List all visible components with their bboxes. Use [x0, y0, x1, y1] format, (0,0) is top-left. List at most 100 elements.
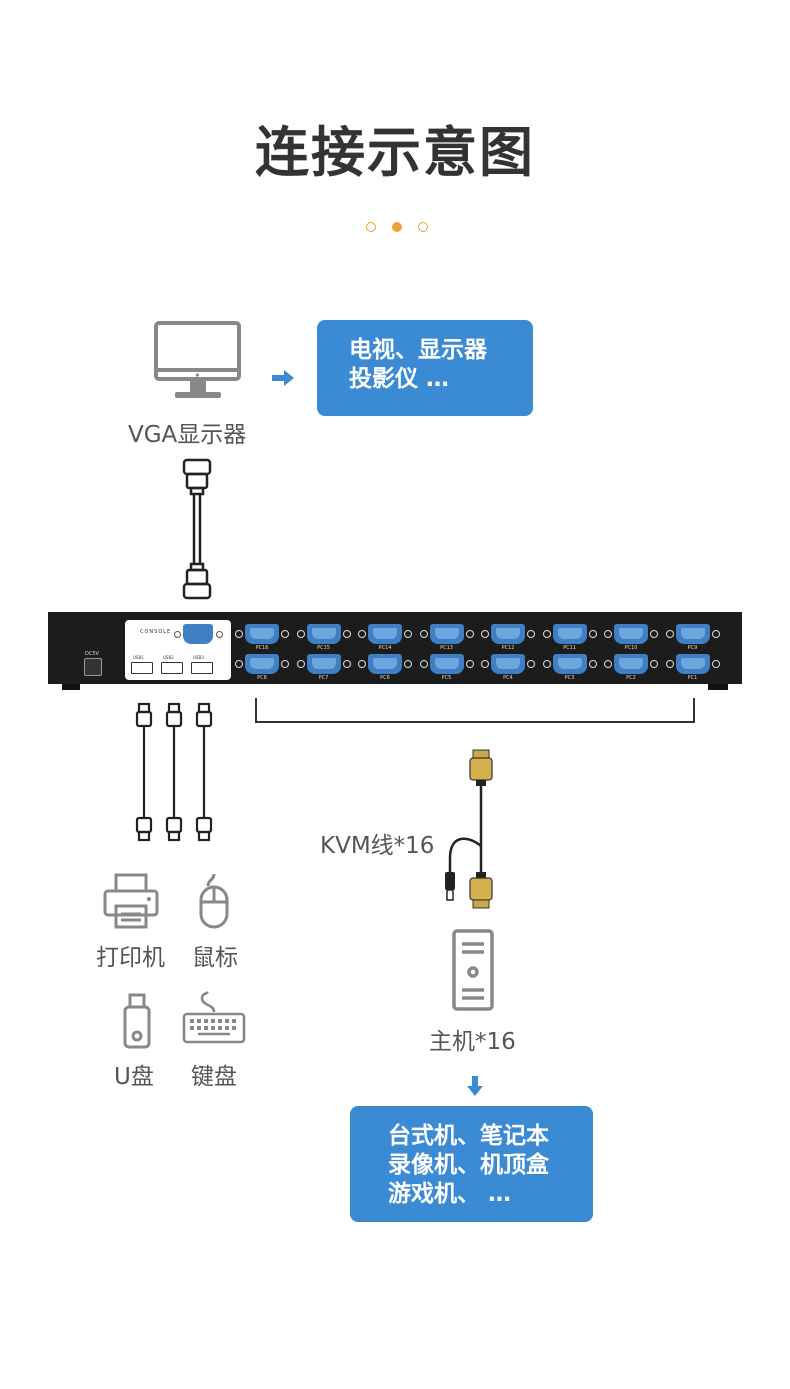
monitor-label: VGA显示器	[128, 422, 247, 448]
console-label: CONSOLE	[140, 629, 172, 635]
kvm-foot-left	[62, 684, 80, 690]
port-label-pc14: PC14	[378, 645, 392, 651]
port-screw	[481, 630, 489, 638]
display-box-line1: 电视、显示器	[349, 337, 487, 363]
devices-box-line1: 台式机、笔记本	[388, 1123, 549, 1149]
vga-port-pc3	[552, 654, 587, 674]
port-screw	[465, 660, 474, 668]
carousel-dots	[366, 220, 430, 234]
port-label-pc15: PC15	[317, 645, 330, 651]
keyboard-icon	[182, 990, 246, 1044]
port-screw	[235, 630, 243, 638]
keyboard-label: 键盘	[191, 1064, 237, 1090]
port-screw	[281, 660, 289, 668]
dot-1	[366, 222, 376, 232]
port-label-pc1: PC1	[687, 675, 698, 681]
port-screw	[711, 630, 720, 638]
port-screw	[358, 630, 366, 638]
port-screw	[588, 660, 597, 668]
vga-port-pc12	[491, 624, 525, 644]
power-jack-icon	[84, 658, 102, 676]
vga-port-pc9	[675, 624, 710, 644]
port-label-pc9: PC9	[687, 645, 698, 651]
port-screw	[481, 660, 489, 668]
port-screw	[296, 630, 305, 638]
devices-box-line2: 录像机、机顶盒	[388, 1152, 549, 1178]
port-screw	[296, 660, 305, 668]
port-screw	[419, 660, 428, 668]
port-screw	[604, 660, 612, 668]
vga-port-pc2	[614, 654, 648, 674]
devices-box-line3: 游戏机、 …	[388, 1181, 512, 1207]
dot-2	[392, 222, 402, 232]
page-title: 连接示意图	[255, 121, 535, 184]
port-screw	[527, 660, 535, 668]
usb-cables-icon	[135, 702, 213, 842]
vga-port-pc10	[614, 624, 648, 644]
mouse-label: 鼠标	[192, 945, 238, 971]
host-label: 主机*16	[429, 1029, 516, 1055]
vga-port-pc5	[429, 654, 464, 674]
port-label-pc7: PC7	[318, 675, 329, 681]
display-devices-box: 电视、显示器 投影仪 …	[317, 320, 533, 416]
printer-label: 打印机	[96, 945, 165, 971]
usb-drive-icon	[123, 993, 151, 1049]
port-label-pc11: PC11	[563, 645, 576, 651]
vga-port-pc16	[245, 624, 279, 644]
port-screw	[650, 660, 658, 668]
port-label-pc3: PC3	[564, 675, 575, 681]
console-vga-port	[183, 624, 213, 644]
kvm-cable-label: KVM线*16	[320, 833, 435, 859]
vga-port-pc14	[368, 624, 402, 644]
vga-port-pc8	[245, 654, 279, 674]
usb2-port	[161, 662, 183, 674]
usb-drive-label: U盘	[114, 1064, 154, 1090]
usb2-label: USB2	[163, 655, 174, 660]
port-screw	[527, 630, 535, 638]
dot-3	[418, 222, 428, 232]
printer-icon	[103, 873, 159, 929]
port-screw	[342, 660, 351, 668]
pc-tower-icon	[452, 929, 494, 1011]
monitor-icon	[154, 321, 241, 398]
port-label-pc10: PC10	[624, 645, 638, 651]
port-screw	[665, 630, 674, 638]
console-area	[125, 620, 231, 680]
port-label-pc2: PC2	[626, 675, 636, 681]
port-screw	[235, 660, 243, 668]
port-screw	[665, 660, 674, 668]
vga-port-pc6	[368, 654, 402, 674]
vga-port-pc11	[552, 624, 587, 644]
usb1-label: USB1	[133, 655, 144, 660]
usb1-port	[131, 662, 153, 674]
port-screw	[588, 630, 597, 638]
port-screw	[419, 630, 428, 638]
port-label-pc12: PC12	[501, 645, 515, 651]
arrow-down-icon	[467, 1076, 483, 1096]
port-screw	[542, 630, 551, 638]
port-label-pc6: PC6	[380, 675, 390, 681]
port-screw	[465, 630, 474, 638]
vga-port-pc4	[491, 654, 525, 674]
display-box-line2: 投影仪 …	[349, 366, 450, 392]
port-screw	[711, 660, 720, 668]
console-screw-right	[216, 631, 223, 638]
port-screw	[358, 660, 366, 668]
port-screw	[604, 630, 612, 638]
vga-port-pc15	[306, 624, 341, 644]
usb3-port	[191, 662, 213, 674]
port-label-pc16: PC16	[255, 645, 269, 651]
port-screw	[342, 630, 351, 638]
port-screw	[650, 630, 658, 638]
kvm-foot-right	[708, 684, 728, 690]
mouse-icon	[199, 873, 229, 929]
pc-ports-bracket	[255, 698, 695, 723]
port-label-pc5: PC5	[441, 675, 452, 681]
kvm-cable-icon	[445, 749, 493, 909]
vga-cable-icon	[182, 458, 212, 600]
port-label-pc8: PC8	[257, 675, 267, 681]
port-screw	[404, 660, 412, 668]
usb3-label: USB3	[193, 655, 204, 660]
port-screw	[542, 660, 551, 668]
port-screw	[281, 630, 289, 638]
